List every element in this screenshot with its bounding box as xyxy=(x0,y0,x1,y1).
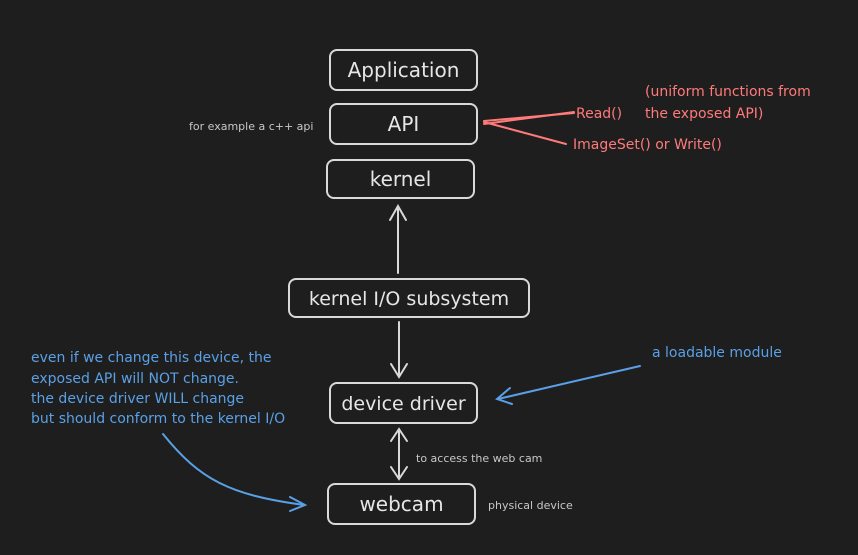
application-box: Application xyxy=(329,49,478,91)
kernel-io-label: kernel I/O subsystem xyxy=(309,288,509,310)
device-driver-box: device driver xyxy=(329,382,478,424)
application-label: Application xyxy=(348,58,460,82)
access-webcam-text: to access the web cam xyxy=(416,452,542,465)
api-example-text: for example a c++ api xyxy=(189,120,313,133)
change-note-line-3: the device driver WILL change xyxy=(31,391,244,407)
api-red-connectors xyxy=(483,111,575,145)
device-driver-label: device driver xyxy=(341,393,466,415)
change-note-line-4: but should conform to the kernel I/O xyxy=(31,411,285,427)
change-note-line-2: exposed API will NOT change. xyxy=(31,371,239,387)
kernel-box: kernel xyxy=(326,159,475,199)
write-function-text: ImageSet() or Write() xyxy=(573,137,722,153)
kernel-io-box: kernel I/O subsystem xyxy=(288,278,530,318)
arrow-driver-webcam xyxy=(390,427,408,481)
webcam-label: webcam xyxy=(359,492,443,516)
change-note-line-1: even if we change this device, the xyxy=(31,350,271,366)
physical-device-text: physical device xyxy=(488,499,573,512)
arrow-io-to-driver xyxy=(390,321,408,379)
blue-arrow-change-note xyxy=(162,433,308,512)
blue-arrow-loadable xyxy=(494,365,641,405)
kernel-label: kernel xyxy=(370,167,432,191)
api-box: API xyxy=(329,103,478,145)
api-label: API xyxy=(388,112,420,136)
arrow-io-to-kernel xyxy=(389,203,407,274)
uniform-note-line-2: the exposed API) xyxy=(645,106,763,122)
loadable-module-text: a loadable module xyxy=(652,345,782,361)
webcam-box: webcam xyxy=(327,483,476,525)
uniform-note-line-1: (uniform functions from xyxy=(645,84,811,100)
read-function-text: Read() xyxy=(576,106,622,122)
